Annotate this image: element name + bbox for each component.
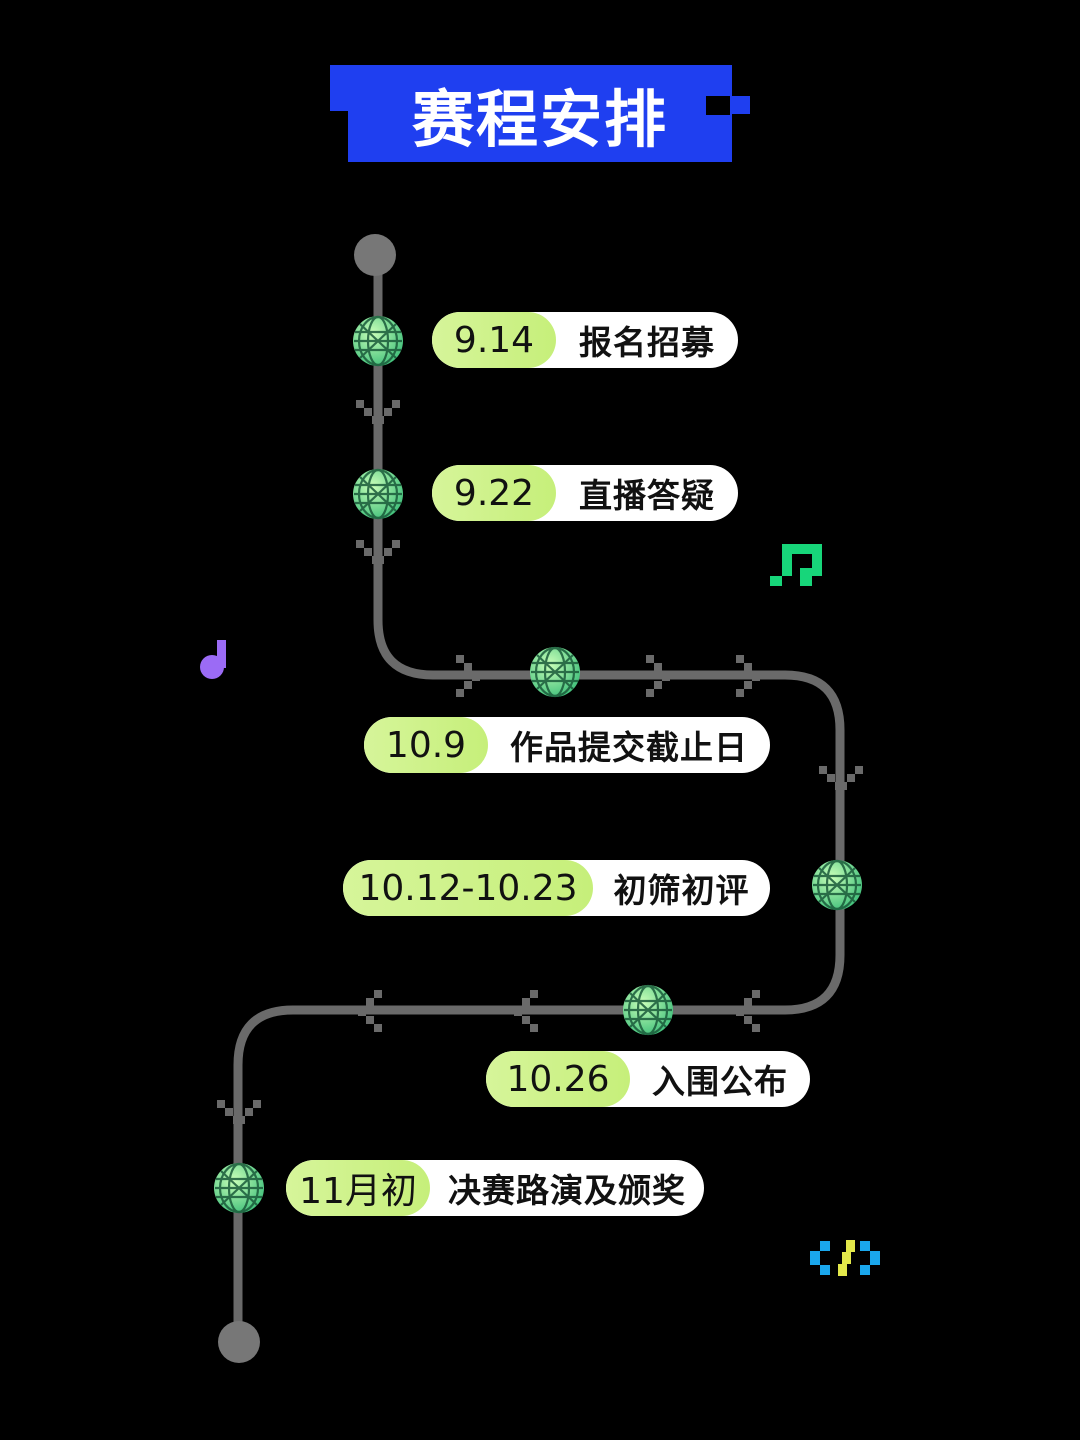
chevron-right-icon xyxy=(736,655,760,697)
globe-icon xyxy=(214,1162,264,1214)
milestone-date: 10.9 xyxy=(364,717,488,773)
globe-icon xyxy=(353,315,403,367)
title-banner: 赛程安排 xyxy=(348,65,732,162)
music-note-purple-icon xyxy=(200,640,226,679)
globe-icon xyxy=(812,859,862,911)
milestone-date: 9.22 xyxy=(432,465,556,521)
banner-pixel xyxy=(330,65,350,111)
milestone-date: 10.12-10.23 xyxy=(343,860,593,916)
route-start-dot xyxy=(354,234,396,276)
banner-pixel xyxy=(706,96,730,115)
code-brackets-icon xyxy=(810,1240,880,1276)
chevron-left-icon xyxy=(514,990,538,1032)
chevron-right-icon xyxy=(646,655,670,697)
milestone-pill: 10.12-10.23 初筛初评 xyxy=(343,860,770,916)
chevron-right-icon xyxy=(456,655,480,697)
milestone-pill: 10.26 入围公布 xyxy=(486,1051,810,1107)
chevron-left-icon xyxy=(358,990,382,1032)
milestone-label: 报名招募 xyxy=(579,323,715,362)
globe-icon xyxy=(353,468,403,520)
globe-icon xyxy=(623,984,673,1036)
milestone-label: 决赛路演及颁奖 xyxy=(448,1171,686,1210)
globe-icon xyxy=(530,646,580,698)
milestone-pill: 9.22 直播答疑 xyxy=(432,465,738,521)
milestone-label: 入围公布 xyxy=(652,1062,788,1101)
milestone-pill: 11月初 决赛路演及颁奖 xyxy=(286,1160,704,1216)
chevron-down-icon xyxy=(356,540,400,564)
page-title: 赛程安排 xyxy=(411,82,668,156)
route-line xyxy=(233,250,845,1347)
banner-pixel xyxy=(732,96,750,114)
milestone-date: 11月初 xyxy=(286,1160,430,1216)
milestone-label: 直播答疑 xyxy=(579,476,715,515)
chevron-down-icon xyxy=(819,766,863,790)
chevron-down-icon xyxy=(217,1100,261,1124)
milestone-pill: 10.9 作品提交截止日 xyxy=(364,717,770,773)
chevron-down-icon xyxy=(356,400,400,424)
music-note-green-icon xyxy=(770,544,822,586)
route-end-dot xyxy=(218,1321,260,1363)
milestone-pill: 9.14 报名招募 xyxy=(432,312,738,368)
milestone-date: 9.14 xyxy=(432,312,556,368)
chevron-left-icon xyxy=(736,990,760,1032)
milestone-date: 10.26 xyxy=(486,1051,630,1107)
milestone-label: 初筛初评 xyxy=(613,871,750,910)
milestone-label: 作品提交截止日 xyxy=(510,728,748,767)
